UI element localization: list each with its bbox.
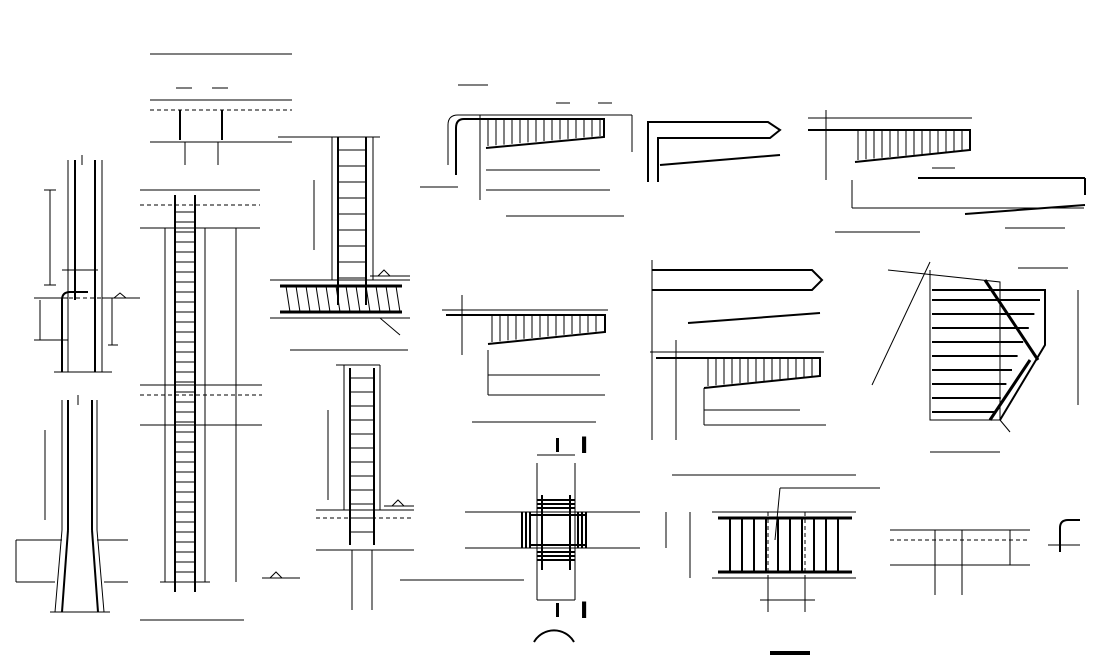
section-mark-bottom: I [580,599,588,624]
footing-bar [345,285,351,313]
footing-bar [305,285,311,313]
bent-bar-shape-2 [651,260,824,440]
cantilever-beam-detail-1 [420,84,633,217]
footing-bar [285,285,291,313]
footing-bar [315,285,321,313]
footing-bar [365,285,371,313]
footing-bar [385,285,391,313]
cantilever-beam-detail-4 [650,340,826,440]
corbel-detail [871,227,1079,453]
section-mark-top: I [580,434,588,459]
column-joint-detail-lower [316,364,524,610]
footing-bar [355,285,361,313]
bent-bar-shape-1 [647,121,782,182]
tall-column-elevation [140,53,300,621]
footing-bar [325,285,331,313]
footing-bar [335,285,341,313]
cantilever-beam-detail-2 [808,110,1086,233]
footing-bar [395,285,401,313]
beam-joint-small-detail [890,519,1080,595]
column-footing-detail [270,136,410,351]
footing-bar [375,285,381,313]
cantilever-beam-detail-3 [442,295,608,423]
column-splice-detail-upper [34,155,140,373]
beam-elevation-detail [672,474,880,655]
column-haunch-detail-lower [15,395,128,613]
footing-bar [295,285,301,313]
beam-column-joint-plan: I I [465,434,667,643]
